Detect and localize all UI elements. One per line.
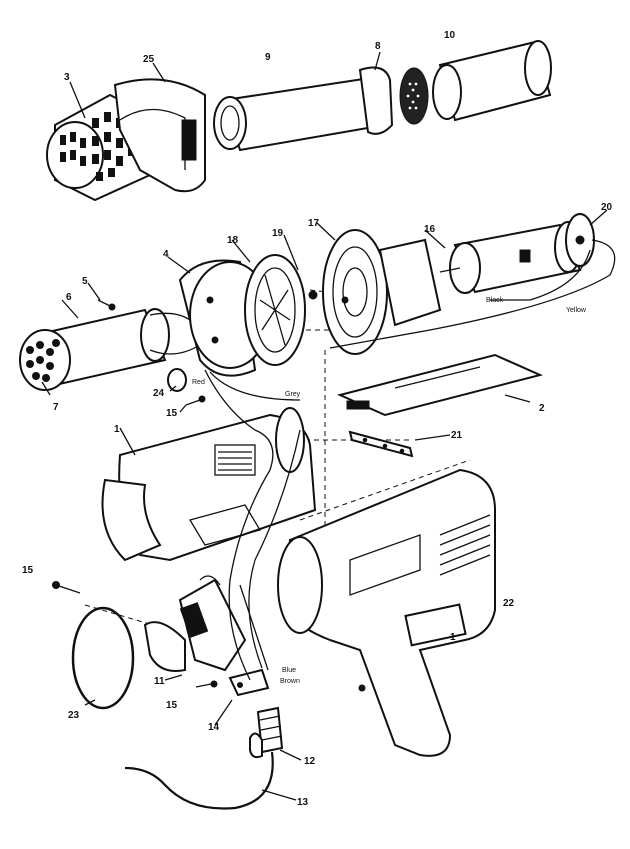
screw-15-left xyxy=(52,581,81,594)
wire-labels: Black Yellow Red Grey Blue Brown xyxy=(192,297,587,685)
nut-19 xyxy=(308,290,318,300)
callout-25: 25 xyxy=(143,54,155,65)
wire-label-yellow: Yellow xyxy=(566,307,587,314)
callout-17: 17 xyxy=(308,218,320,229)
motor-wires xyxy=(329,239,616,349)
heating-tube xyxy=(213,76,387,152)
fan-impeller xyxy=(244,254,306,366)
callout-15-upper: 15 xyxy=(166,408,178,419)
cord-strain-relief xyxy=(249,706,284,759)
terminal-strip xyxy=(348,430,414,458)
callout-13: 13 xyxy=(297,797,309,808)
callout-15-left: 15 xyxy=(22,565,34,576)
wire-label-grey: Grey xyxy=(285,391,301,398)
callout-20: 20 xyxy=(601,202,613,213)
callout-21: 21 xyxy=(451,430,463,441)
callout-15-lower: 15 xyxy=(166,700,178,711)
mesh-screen xyxy=(399,67,429,125)
motor-bracket xyxy=(322,229,442,355)
callout-22: 22 xyxy=(503,598,515,609)
leader-lines xyxy=(41,51,608,801)
callout-23: 23 xyxy=(68,710,80,721)
wire-label-red: Red xyxy=(192,379,205,386)
tube-flange xyxy=(358,66,394,135)
element-plate xyxy=(336,353,544,417)
gasket-ring xyxy=(71,606,135,710)
screw-15-lower xyxy=(195,680,218,688)
motor xyxy=(439,221,582,294)
motor-end-cap xyxy=(565,213,595,267)
switch-assembly xyxy=(143,575,247,672)
callout-5: 5 xyxy=(82,276,88,287)
power-cord xyxy=(124,751,274,810)
housing-right-half xyxy=(277,468,496,757)
callout-7: 7 xyxy=(53,402,59,413)
wire-label-blue: Blue xyxy=(282,667,296,674)
screw-15-upper xyxy=(185,395,206,406)
cord-clamp xyxy=(228,668,270,697)
callout-1-housing: 1 xyxy=(114,424,120,435)
callout-3: 3 xyxy=(64,72,70,83)
nozzle-shroud xyxy=(113,78,206,193)
wire-label-brown: Brown xyxy=(280,678,300,685)
screw-5 xyxy=(97,299,116,311)
callout-1-label-plate: 1 xyxy=(450,632,456,643)
callout-9: 9 xyxy=(265,52,271,63)
callout-12: 12 xyxy=(304,756,316,767)
disc-24 xyxy=(167,368,187,392)
callout-14: 14 xyxy=(208,722,220,733)
callout-24: 24 xyxy=(153,388,165,399)
callout-18: 18 xyxy=(227,235,239,246)
callout-11: 11 xyxy=(154,676,165,687)
callout-6: 6 xyxy=(66,292,72,303)
callout-16: 16 xyxy=(424,224,436,235)
callout-labels: 1 2 3 4 5 6 7 8 9 10 11 12 13 14 15 15 1… xyxy=(22,30,613,808)
heating-element xyxy=(19,308,201,391)
callout-10: 10 xyxy=(444,30,456,41)
housing-left-half xyxy=(101,407,317,562)
outer-tube xyxy=(432,40,552,122)
callout-2: 2 xyxy=(539,403,545,414)
internal-wires xyxy=(204,369,301,681)
callout-19: 19 xyxy=(272,228,284,239)
callout-8: 8 xyxy=(375,41,381,52)
wire-label-black: Black xyxy=(486,297,504,304)
callout-4: 4 xyxy=(163,249,169,260)
